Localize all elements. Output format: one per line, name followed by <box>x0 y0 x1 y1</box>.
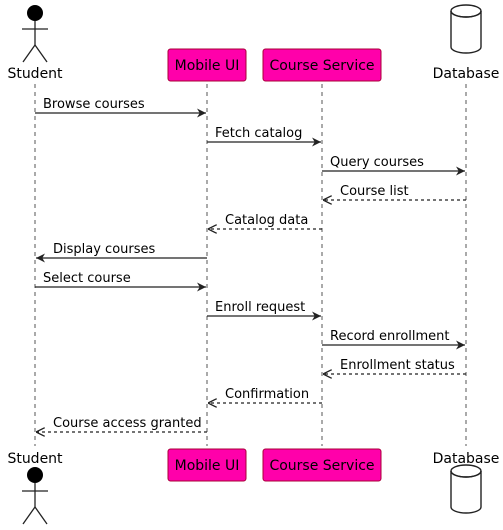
participant-label: Database <box>433 451 500 467</box>
participant-mobile-ui-top: Mobile UI <box>167 48 247 82</box>
participant-database-bottom: Database <box>433 451 500 514</box>
message-3: Query courses <box>322 155 465 176</box>
message-label: Browse courses <box>43 97 145 112</box>
message-label: Select course <box>43 271 131 286</box>
message-label: Display courses <box>53 242 156 257</box>
participant-student-bottom: Student <box>7 451 63 525</box>
message-5: Catalog data <box>208 213 322 229</box>
message-9: Record enrollment <box>322 329 465 350</box>
message-label: Enroll request <box>215 300 305 315</box>
participant-label: Student <box>7 66 63 82</box>
participant-label: Course Service <box>269 58 374 74</box>
message-2: Fetch catalog <box>207 126 321 147</box>
message-label: Record enrollment <box>330 329 450 344</box>
participant-box <box>262 448 382 482</box>
participant-mobile-ui-bottom: Mobile UI <box>167 448 247 482</box>
participant-label: Student <box>7 451 63 467</box>
message-label: Query courses <box>330 155 424 170</box>
database-icon <box>450 4 482 54</box>
message-label: Confirmation <box>225 387 309 402</box>
message-6: Display courses <box>36 242 207 263</box>
message-label: Course list <box>340 184 409 199</box>
participant-box <box>262 48 382 82</box>
database-icon <box>450 464 482 514</box>
participant-box <box>167 448 247 482</box>
message-11: Confirmation <box>208 387 322 403</box>
message-label: Enrollment status <box>340 358 455 373</box>
participant-database-top: Database <box>433 4 500 82</box>
participant-student-top: Student <box>7 5 63 82</box>
message-label: Fetch catalog <box>215 126 302 141</box>
message-12: Course access granted <box>36 416 207 432</box>
message-7: Select course <box>35 271 206 292</box>
participant-box <box>167 48 247 82</box>
message-4: Course list <box>323 184 466 200</box>
actor-icon <box>22 467 48 525</box>
message-10: Enrollment status <box>323 358 466 374</box>
message-label: Course access granted <box>53 416 202 431</box>
participant-label: Course Service <box>269 458 374 474</box>
actor-icon <box>22 5 48 63</box>
participant-label: Database <box>433 66 500 82</box>
participant-course-service-bottom: Course Service <box>262 448 382 482</box>
message-8: Enroll request <box>207 300 321 321</box>
participant-label: Mobile UI <box>175 458 240 474</box>
participant-label: Mobile UI <box>175 58 240 74</box>
participant-course-service-top: Course Service <box>262 48 382 82</box>
message-label: Catalog data <box>225 213 308 228</box>
message-1: Browse courses <box>35 97 206 118</box>
